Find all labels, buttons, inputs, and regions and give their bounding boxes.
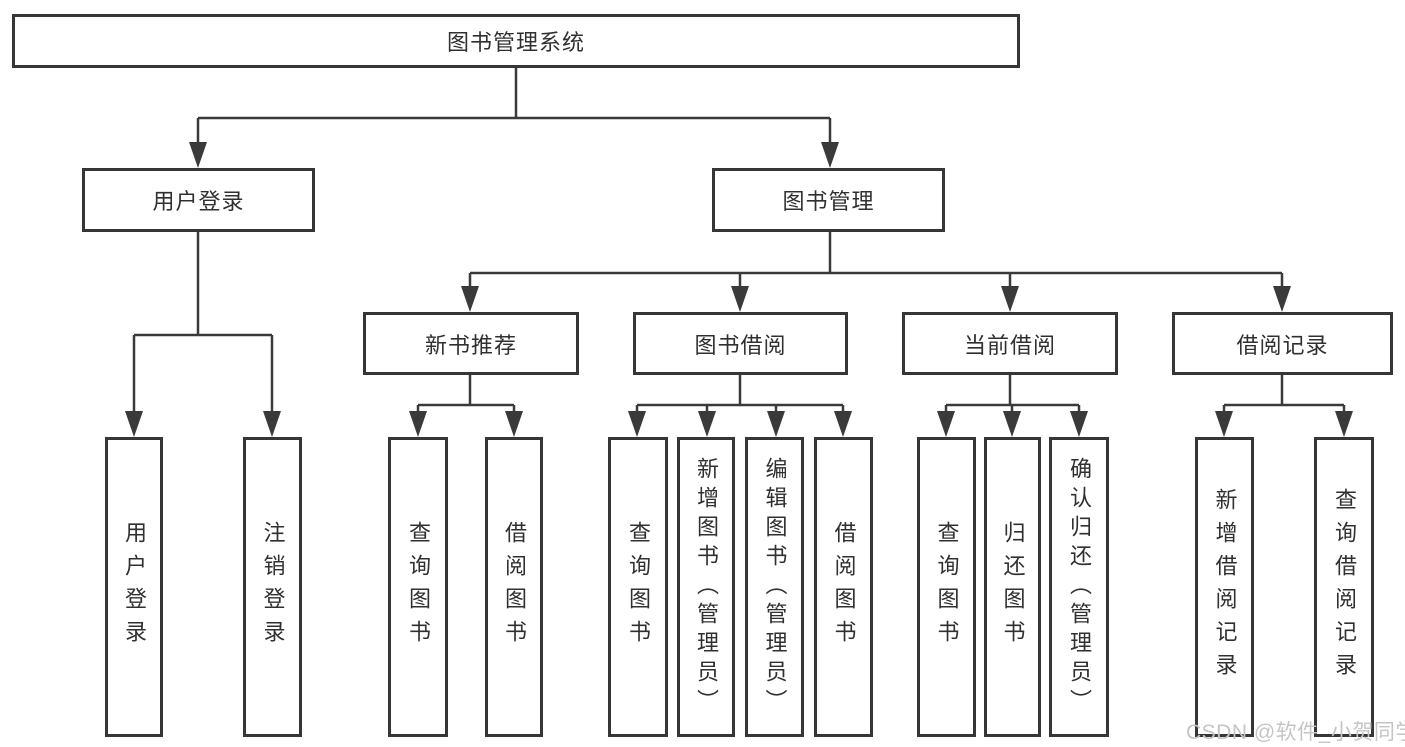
node-user-login-label: 用户登录 [152,189,245,214]
leaf-logout: 注销登录 [243,437,302,737]
leaf-user-login: 用户登录 [105,437,163,737]
leaf-br-query-record: 查询借阅记录 [1314,437,1374,737]
leaf-cb-return-books: 归还图书 [984,437,1041,737]
csdn-watermark: CSDN @软件_小贺同学 [1186,721,1405,744]
leaf-bb-query-books: 查询图书 [608,437,668,737]
leaf-bb-edit-books: 编辑图书（管理员） [745,437,804,737]
leaf-nr-query-books-label: 查询图书 [406,521,431,653]
leaf-user-login-label: 用户登录 [122,521,147,653]
leaf-bb-add-books-label: 新增图书（管理员） [694,456,719,718]
arrowheads [125,142,1353,437]
node-book-management: 图书管理 [712,168,945,232]
node-root: 图书管理系统 [12,14,1020,68]
leaf-br-add-record: 新增借阅记录 [1195,437,1254,737]
leaf-nr-query-books: 查询图书 [388,437,448,737]
node-user-login: 用户登录 [82,168,315,232]
leaf-bb-add-books: 新增图书（管理员） [677,437,735,737]
leaf-br-add-record-label: 新增借阅记录 [1212,488,1238,686]
node-borrow-records: 借阅记录 [1172,312,1393,375]
node-new-book-recommend: 新书推荐 [363,312,579,375]
leaf-nr-borrow-books: 借阅图书 [485,437,543,737]
node-new-book-recommend-label: 新书推荐 [424,332,517,358]
leaf-cb-confirm-return: 确认归还（管理员） [1049,437,1109,737]
leaf-cb-confirm-return-label: 确认归还（管理员） [1067,456,1092,718]
node-current-borrow: 当前借阅 [902,312,1118,375]
leaf-logout-label: 注销登录 [260,521,286,653]
node-current-borrow-label: 当前借阅 [963,332,1056,358]
leaf-cb-query-books-label: 查询图书 [934,521,960,653]
node-root-label: 图书管理系统 [446,30,585,55]
node-book-borrow-label: 图书借阅 [694,332,787,358]
leaf-bb-borrow-books-label: 借阅图书 [831,521,857,653]
leaf-nr-borrow-books-label: 借阅图书 [502,521,527,653]
leaf-cb-return-books-label: 归还图书 [1000,521,1026,653]
leaf-bb-query-books-label: 查询图书 [626,521,651,653]
leaf-bb-borrow-books: 借阅图书 [814,437,873,737]
node-book-management-label: 图书管理 [782,189,875,214]
leaf-cb-query-books: 查询图书 [917,437,976,737]
leaf-br-query-record-label: 查询借阅记录 [1332,488,1357,686]
node-borrow-records-label: 借阅记录 [1236,332,1329,358]
node-book-borrow: 图书借阅 [633,312,848,375]
leaf-bb-edit-books-label: 编辑图书（管理员） [762,456,788,718]
